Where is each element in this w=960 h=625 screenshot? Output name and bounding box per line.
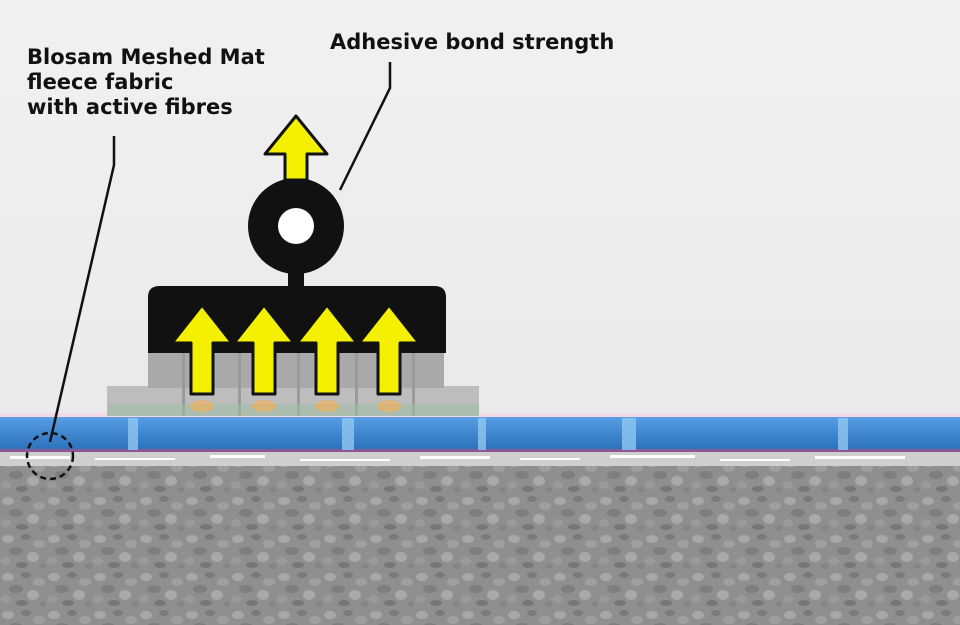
fleece-label-line-2: fleece fabric <box>27 70 174 94</box>
leader-line-fleece <box>48 136 116 443</box>
fleece-label-line-1: Blosam Meshed Mat <box>27 45 265 69</box>
leader-line-bond <box>338 62 392 191</box>
bond-glow <box>190 400 401 412</box>
fleece-fabric-label: Blosam Meshed Mat fleece fabric with act… <box>27 45 265 120</box>
up-arrow-icon <box>295 303 359 396</box>
substrate-top-texture <box>10 455 905 461</box>
bond-arrows <box>170 303 421 396</box>
fleece-highlight-circle <box>25 431 75 481</box>
pull-ring-icon <box>248 178 344 288</box>
up-arrow-icon <box>357 303 421 396</box>
fleece-label-line-3: with active fibres <box>27 95 233 119</box>
up-arrow-icon <box>232 303 296 396</box>
membrane-layer <box>0 413 960 452</box>
up-arrow-icon <box>263 114 329 182</box>
up-arrow-icon <box>170 303 234 396</box>
adhesive-bond-label: Adhesive bond strength <box>330 30 615 54</box>
concrete-substrate <box>0 462 960 625</box>
test-plate-base <box>107 352 479 416</box>
